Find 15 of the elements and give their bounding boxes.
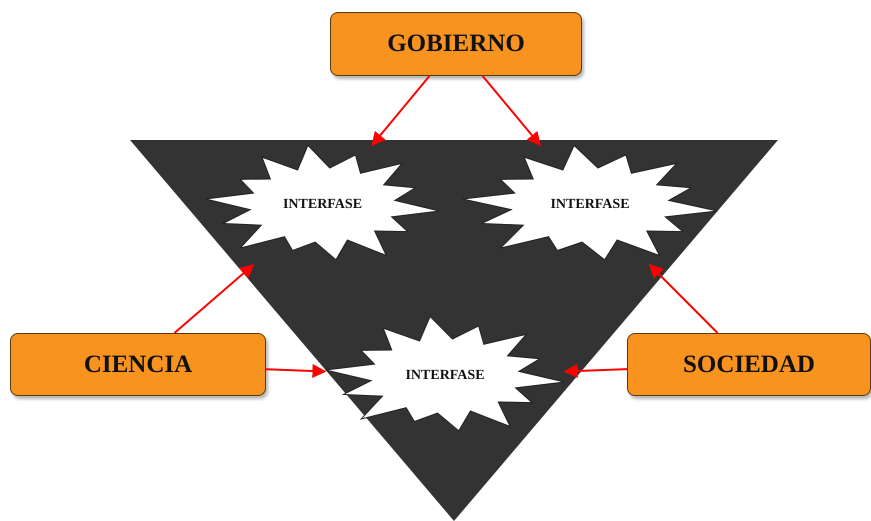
arrow (648, 264, 718, 334)
arrow (371, 75, 430, 146)
process-box (627, 333, 871, 396)
process-box (330, 12, 582, 76)
arrow (482, 75, 541, 146)
arrow (174, 264, 254, 334)
interface-label: INTERFASE (405, 368, 485, 384)
box-label: SOCIEDAD (683, 350, 815, 378)
interface-label: INTERFASE (282, 197, 362, 213)
interface-label: INTERFASE (550, 197, 630, 213)
box-label: CIENCIA (84, 350, 192, 378)
arrow (564, 364, 628, 378)
arrow (266, 364, 326, 378)
box-label: GOBIERNO (387, 30, 525, 58)
process-box (10, 333, 266, 396)
